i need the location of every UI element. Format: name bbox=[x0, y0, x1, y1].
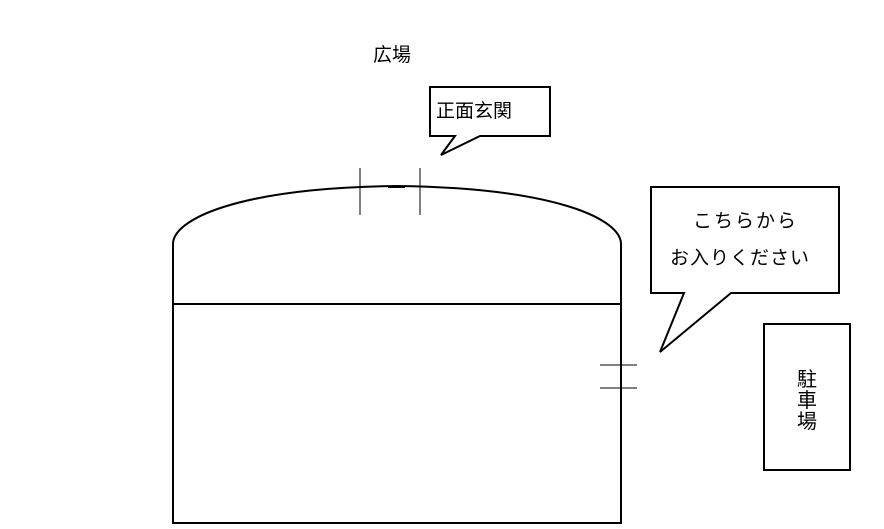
building-outline bbox=[172, 184, 622, 524]
main-entrance-door bbox=[359, 168, 421, 215]
main-entrance-label: 正面玄関 bbox=[436, 100, 513, 122]
side-entrance-callout-line2: お入りください bbox=[670, 247, 811, 269]
parking-label: 駐車場 bbox=[797, 367, 817, 433]
side-entrance-callout-line1: こちらから bbox=[693, 210, 799, 232]
side-entrance-callout bbox=[650, 186, 840, 353]
plaza-label: 広場 bbox=[373, 44, 412, 66]
main-entrance-callout bbox=[429, 86, 551, 156]
parking-lot bbox=[763, 323, 851, 471]
side-entrance-door bbox=[600, 364, 637, 389]
